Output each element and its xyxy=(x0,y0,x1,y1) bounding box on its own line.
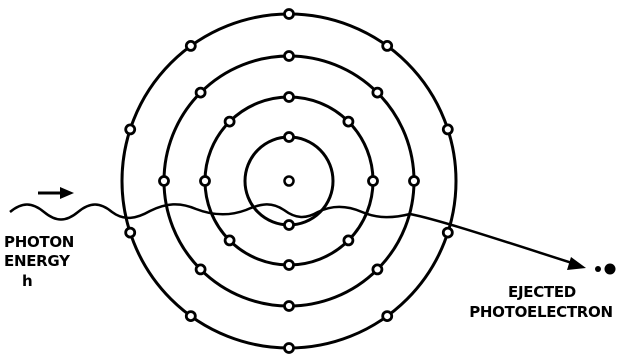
electron-shell-2 xyxy=(225,236,234,245)
electron-shell-3 xyxy=(285,52,294,61)
electron-shell-4 xyxy=(383,41,392,50)
electron-shell-2 xyxy=(369,177,378,186)
electron-shell-3 xyxy=(373,265,382,274)
ejected-label-line2: PHOTOELECTRON xyxy=(469,303,613,321)
electron-shell-2 xyxy=(201,177,210,186)
electron-shell-2 xyxy=(344,236,353,245)
photon-label-line2: ENERGY xyxy=(4,252,71,270)
electron-shell-2 xyxy=(344,117,353,126)
electron-shell-3 xyxy=(196,88,205,97)
electron-shell-1 xyxy=(285,133,294,142)
ejected-label-line1: EJECTED xyxy=(508,283,576,301)
electron-shell-4 xyxy=(126,228,135,237)
nucleus xyxy=(285,177,294,186)
electron-shell-4 xyxy=(443,125,452,134)
electron-shell-3 xyxy=(196,265,205,274)
ejection-arrowhead xyxy=(567,257,586,270)
electron-shell-3 xyxy=(160,177,169,186)
electron-shell-2 xyxy=(225,117,234,126)
electron-shell-4 xyxy=(285,10,294,19)
photon-label-line1: PHOTON xyxy=(4,233,74,251)
electron-shell-4 xyxy=(186,41,195,50)
electron-shell-3 xyxy=(373,88,382,97)
electron-shell-3 xyxy=(285,302,294,311)
electron-shell-4 xyxy=(186,312,195,321)
photon-wave-path xyxy=(10,204,572,263)
electron-shell-1 xyxy=(285,221,294,230)
electron-shell-4 xyxy=(443,228,452,237)
electron-shell-3 xyxy=(410,177,419,186)
photon-label-line3: h xyxy=(22,272,32,290)
ejected-photoelectron xyxy=(595,264,616,275)
electron-shell-4 xyxy=(126,125,135,134)
electron-shell-4 xyxy=(383,312,392,321)
electron-shell-2 xyxy=(285,261,294,270)
electron-shell-2 xyxy=(285,93,294,102)
photon-direction-arrow xyxy=(38,187,74,199)
electron-shell-4 xyxy=(285,344,294,353)
